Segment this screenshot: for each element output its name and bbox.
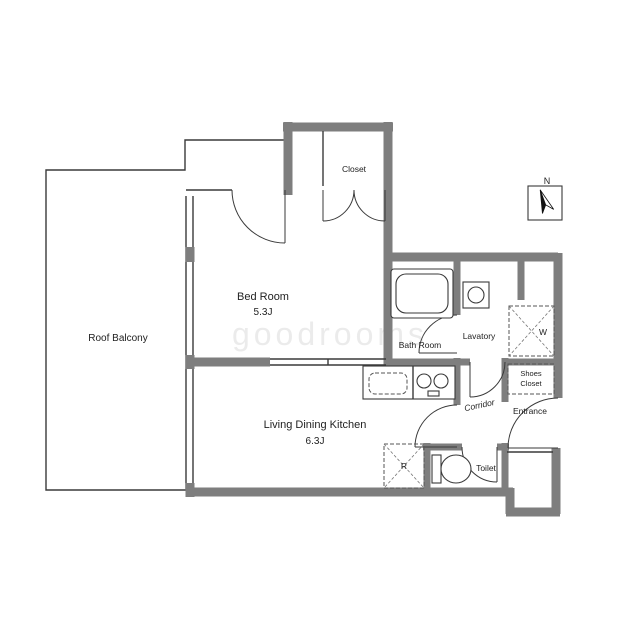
washer-box xyxy=(508,305,555,357)
label-corridor: Corridor xyxy=(463,397,496,413)
refrigerator-box xyxy=(383,443,425,489)
label-bed-room-size: 5.3J xyxy=(254,307,273,318)
wash-basin-icon xyxy=(462,281,490,309)
bathtub-icon xyxy=(390,268,454,319)
toilet-icon xyxy=(431,454,472,484)
label-bed-room: Bed Room xyxy=(237,291,289,303)
kitchen-counter-icon xyxy=(362,365,456,400)
north-compass: N xyxy=(527,176,563,221)
label-toilet: Toilet xyxy=(476,463,496,473)
label-refrigerator: R xyxy=(401,461,407,471)
label-lavatory: Lavatory xyxy=(463,331,496,341)
window-lines xyxy=(185,189,232,489)
label-shoes: Shoes xyxy=(520,369,542,378)
label-washer: W xyxy=(539,327,547,337)
label-roof-balcony: Roof Balcony xyxy=(88,333,147,344)
label-bath-room: Bath Room xyxy=(399,340,442,350)
label-ldk-size: 6.3J xyxy=(306,436,325,447)
walls xyxy=(185,122,563,517)
north-label: N xyxy=(544,176,551,186)
balcony-outline xyxy=(45,139,287,491)
label-shoes-closet: Closet xyxy=(520,379,542,388)
label-entrance: Entrance xyxy=(513,406,547,416)
label-ldk: Living Dining Kitchen xyxy=(264,419,367,431)
label-closet: Closet xyxy=(342,164,367,174)
doors xyxy=(231,189,559,483)
shoes-closet-box xyxy=(507,363,555,395)
sliding-door xyxy=(270,358,386,366)
